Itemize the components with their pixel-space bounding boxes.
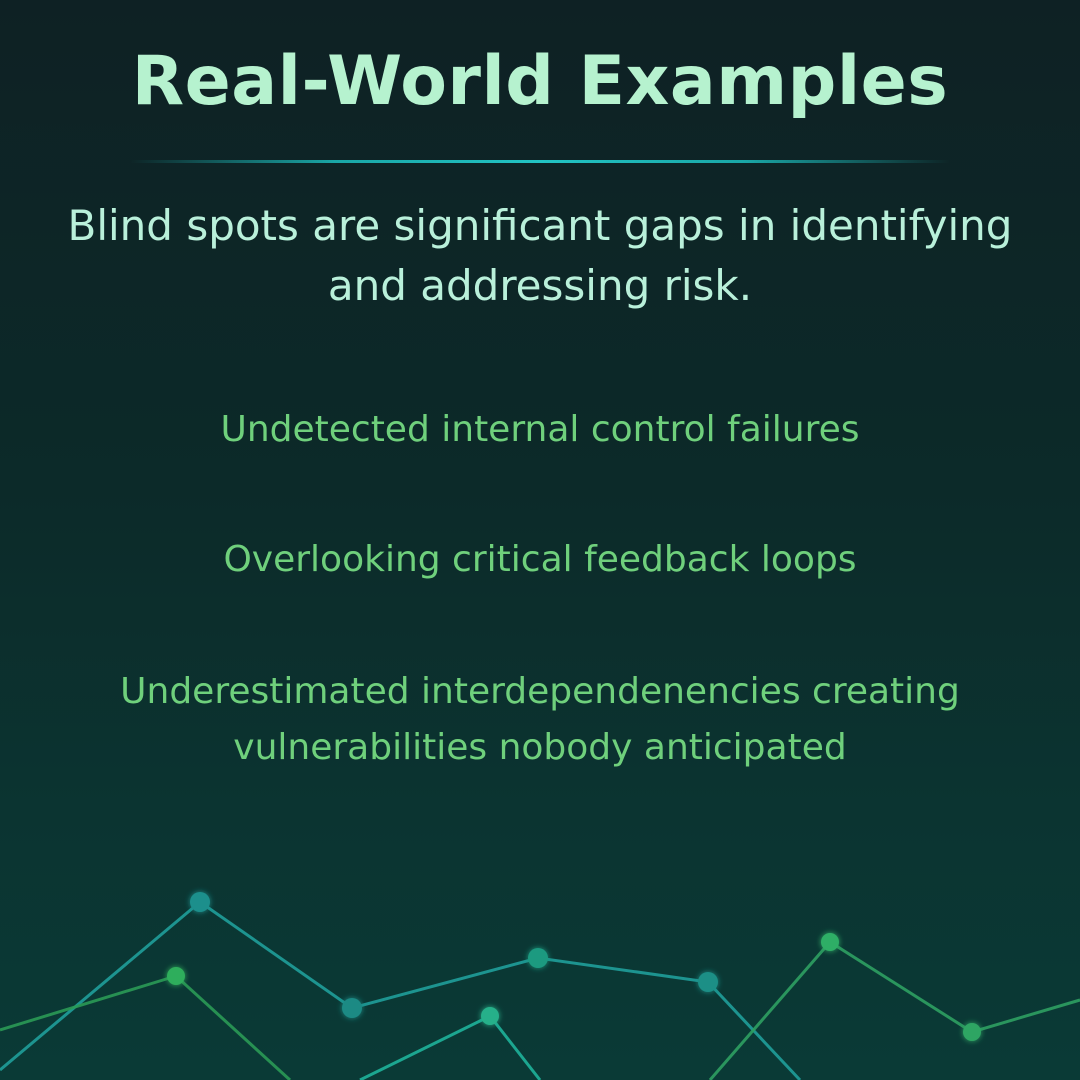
network-node: [963, 1023, 981, 1041]
network-node: [528, 948, 548, 968]
green-network-line: [0, 974, 292, 1080]
network-node: [698, 972, 718, 992]
teal-network-line: [0, 900, 802, 1080]
page-title: Real-World Examples: [131, 42, 949, 121]
teal-network-line-2: [359, 1014, 542, 1080]
subtitle-text: Blind spots are significant gaps in iden…: [67, 201, 1013, 310]
network-node: [342, 998, 362, 1018]
example-item: Underestimated interdependenencies creat…: [120, 671, 960, 768]
network-node: [481, 1007, 499, 1025]
example-item: Overlooking critical feedback loops: [223, 539, 857, 580]
network-node: [190, 892, 210, 912]
example-item: Undetected internal control failures: [220, 409, 860, 450]
network-node: [821, 933, 839, 951]
title-divider: [130, 160, 950, 163]
green-network-line-2: [708, 940, 1080, 1080]
network-node: [167, 967, 185, 985]
